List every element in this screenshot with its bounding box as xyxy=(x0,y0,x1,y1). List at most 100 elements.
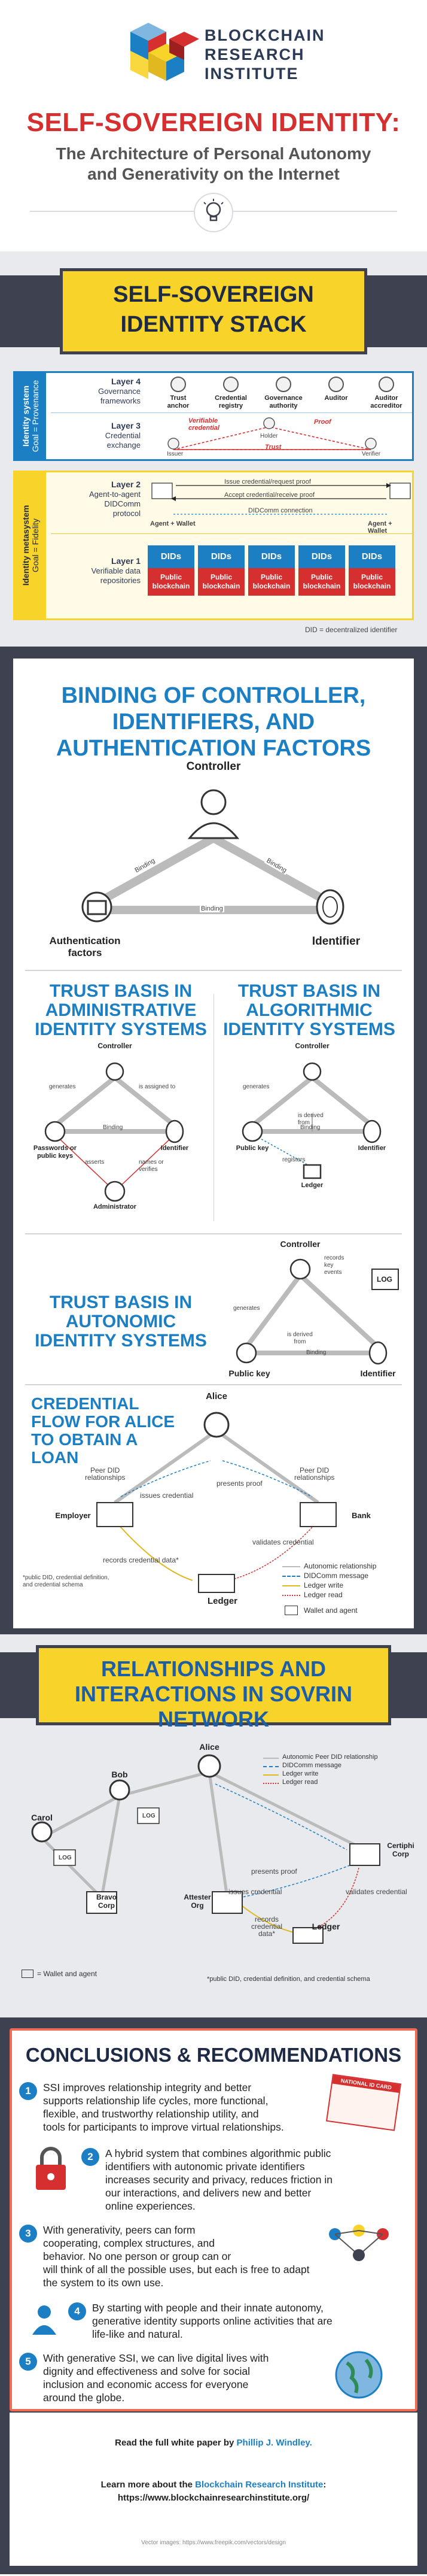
line: the system to its own use. xyxy=(43,2277,164,2289)
did-label: DIDs xyxy=(248,545,295,568)
binding-title-line-3: AUTHENTICATION FACTORS xyxy=(56,736,371,761)
flow-title-2: FLOW FOR ALICE xyxy=(31,1412,175,1431)
lock-icon xyxy=(24,2141,78,2201)
conclusion-3: With generativity, peers can form cooper… xyxy=(43,2223,310,2289)
algo-registers: registers xyxy=(282,1157,306,1163)
sov-legend-read: Ledger read xyxy=(282,1779,318,1786)
pwd-line-2: public keys xyxy=(37,1152,73,1160)
legend-wallet: Wallet and agent xyxy=(304,1606,358,1615)
sovrin-title: RELATIONSHIPS AND INTERACTIONS IN SOVRIN… xyxy=(39,1656,388,1732)
divider xyxy=(25,970,402,971)
metasystem-label: Identity metasystem xyxy=(21,505,30,586)
pb-line-1: Public xyxy=(310,573,333,581)
admin-administrator: Administrator xyxy=(93,1203,137,1210)
legend-didcomm-line xyxy=(282,1576,300,1577)
admin-title-1: TRUST BASIS IN xyxy=(49,981,193,1001)
auto-diagram xyxy=(236,1258,399,1365)
footer-panel: Read the full white paper by Phillip J. … xyxy=(10,2413,417,2566)
learn-suffix: : xyxy=(323,2480,327,2490)
sovrin-ledger: Ledger xyxy=(312,1922,340,1931)
item-number-4: 4 xyxy=(68,2302,86,2320)
sovrin-issues: issues credential xyxy=(228,1888,282,1896)
wallet-icon xyxy=(285,1606,298,1615)
admin-assigned: is assigned to xyxy=(139,1084,176,1090)
vc-line-1: Verifiable xyxy=(188,417,218,424)
proof-label: Proof xyxy=(314,418,331,426)
auto-title-2: AUTONOMIC xyxy=(65,1312,176,1331)
stack-banner: SELF-SOVEREIGN IDENTITY STACK xyxy=(60,268,367,354)
stack-title-line-1: SELF-SOVEREIGN xyxy=(113,282,314,307)
line: will think of all the possible uses, but… xyxy=(43,2264,310,2275)
bravo-line-1: Bravo xyxy=(96,1893,117,1901)
auto-controller: Controller xyxy=(280,1239,321,1249)
legend-autonomic-line xyxy=(282,1566,300,1567)
pwd-line-1: Passwords or xyxy=(33,1145,77,1152)
layer3-label: Layer 3 Credential exchange xyxy=(57,421,141,450)
records-line-2: credential xyxy=(251,1922,283,1931)
role-label: Governance xyxy=(264,395,303,402)
sov-legend-autonomic: Autonomic Peer DID relationship xyxy=(282,1753,378,1761)
issuer-label: Issuer xyxy=(167,451,184,457)
algo-title: TRUST BASIS IN ALGORITHMIC IDENTITY SYST… xyxy=(219,982,399,1039)
line: identifiers with autonomic private ident… xyxy=(105,2161,305,2173)
auto-log: LOG xyxy=(377,1275,392,1284)
divider xyxy=(25,1233,402,1234)
pb-line-1: Public xyxy=(361,573,383,581)
accreditor-icon xyxy=(379,377,394,392)
pb-line-1: Public xyxy=(260,573,282,581)
note-line-2: and credential schema xyxy=(23,1582,83,1588)
flow-title: CREDENTIAL FLOW FOR ALICE TO OBTAIN A LO… xyxy=(31,1395,187,1467)
learn-more-line: Learn more about the Blockchain Research… xyxy=(10,2480,417,2490)
flow-title-3: TO OBTAIN A LOAN xyxy=(31,1430,138,1467)
flow-title-1: CREDENTIAL xyxy=(31,1394,139,1413)
auto-binding: Binding xyxy=(306,1349,327,1356)
algo-title-2: ALGORITHMIC xyxy=(246,1000,373,1020)
admin-asserts: asserts xyxy=(85,1159,105,1166)
didcomm-connection-label: DIDComm connection xyxy=(248,507,313,514)
bri-link[interactable]: Blockchain Research Institute xyxy=(195,2480,324,2490)
identity-system-label: Identity system xyxy=(21,386,30,447)
attester-line-2: Org xyxy=(191,1901,204,1910)
pb-line-1: Public xyxy=(160,573,182,581)
layer3-desc-1: Credential xyxy=(105,431,141,440)
item-number-1: 1 xyxy=(19,2082,37,2100)
legend-read: Ledger read xyxy=(304,1591,343,1599)
sovrin-carol: Carol xyxy=(31,1813,53,1822)
role-auditor: Auditor xyxy=(309,377,363,402)
stack-title: SELF-SOVEREIGN IDENTITY STACK xyxy=(63,280,364,339)
stack-title-line-2: IDENTITY STACK xyxy=(120,312,307,337)
admin-title-2: ADMINISTRATIVE xyxy=(45,1000,197,1020)
auto-title-3: IDENTITY SYSTEMS xyxy=(35,1331,207,1351)
layer2-desc-1: Agent-to-agent xyxy=(89,490,141,499)
lightbulb-icon xyxy=(194,193,233,232)
line: dignity and effectiveness and solve for … xyxy=(43,2365,250,2377)
author-link[interactable]: Phillip J. Windley. xyxy=(236,2438,312,2448)
admin-identifier: Identifier xyxy=(160,1145,189,1152)
algo-binding: Binding xyxy=(300,1124,321,1131)
did-note: DID = decentralized identifier xyxy=(305,626,398,634)
line: increases security and privacy, reduces … xyxy=(105,2174,333,2186)
bri-url[interactable]: https://www.blockchainresearchinstitute.… xyxy=(117,2493,310,2503)
legend-autonomic: Autonomic relationship xyxy=(304,1562,377,1570)
algo-ledger: Ledger xyxy=(301,1182,324,1189)
line: inclusion and economic access for everyo… xyxy=(43,2378,249,2390)
role-label: authority xyxy=(269,402,298,409)
line: With generativity, peers can form xyxy=(43,2224,196,2236)
sovrin-log-carol: LOG xyxy=(59,1855,72,1861)
holder-label: Holder xyxy=(260,433,278,439)
network-people-icon xyxy=(323,2222,395,2264)
pb-line-2: blockchain xyxy=(353,582,391,590)
agent-wallet-right: Agent + Wallet xyxy=(368,520,392,535)
admin-diagram xyxy=(44,1062,184,1202)
item-number-3: 3 xyxy=(19,2225,37,2243)
